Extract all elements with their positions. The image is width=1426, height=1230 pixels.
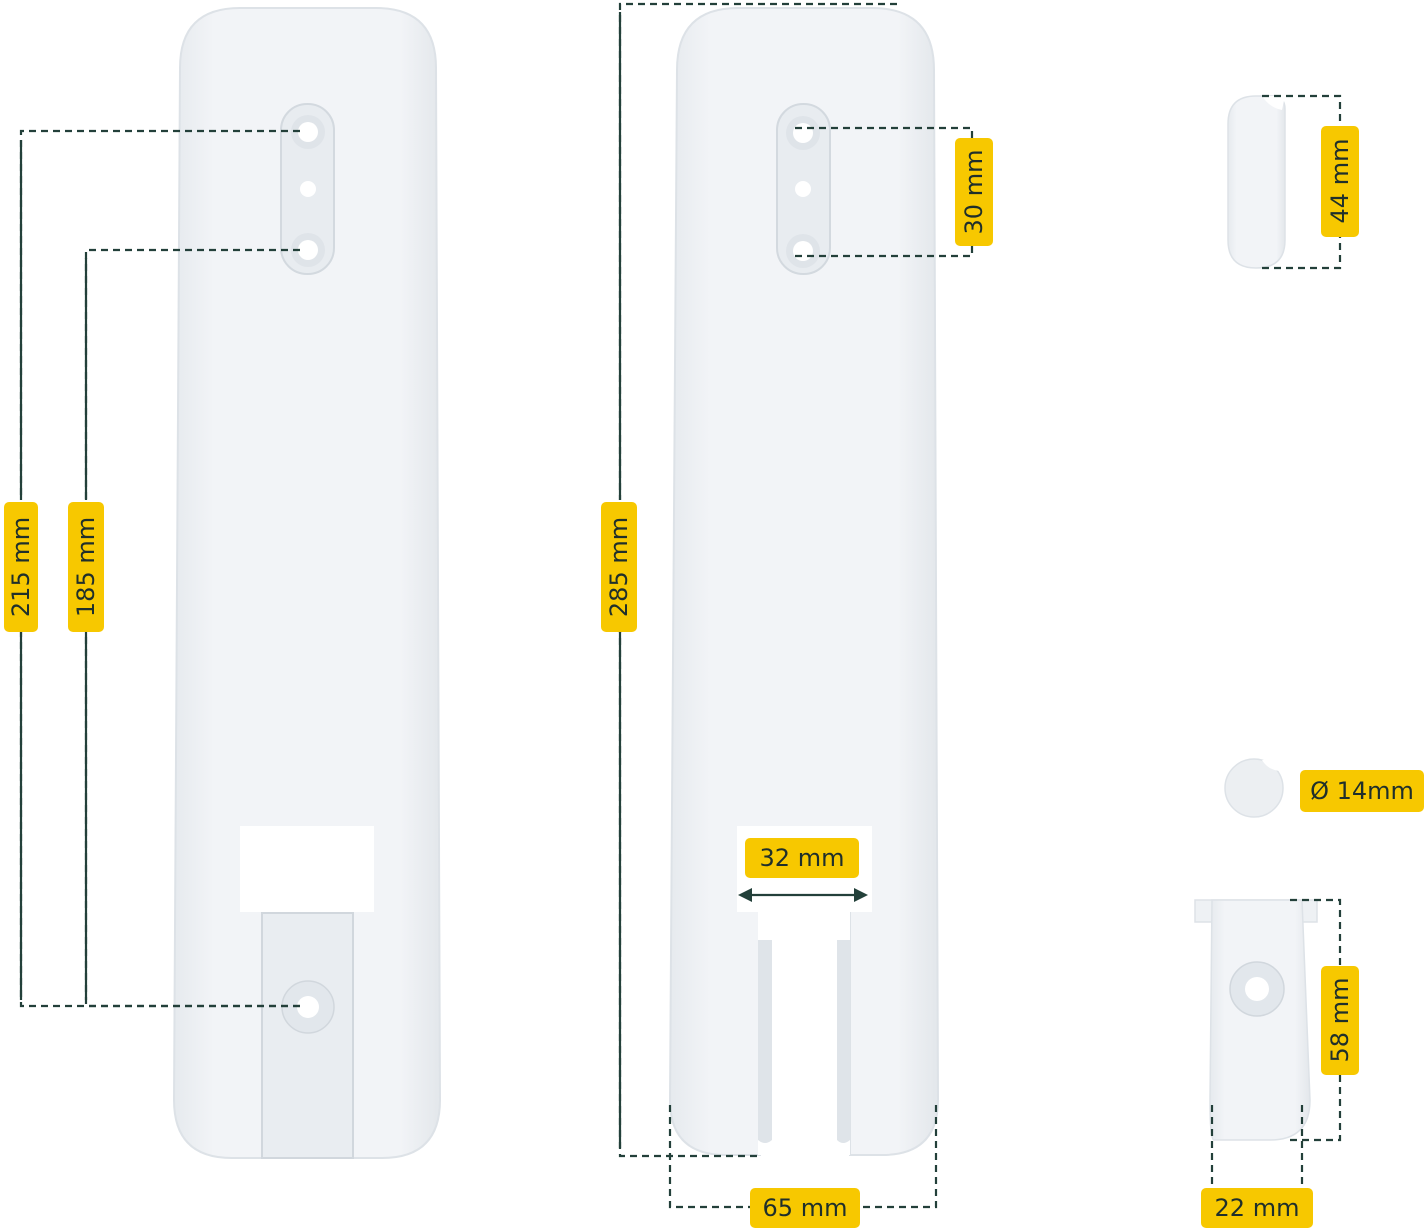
dim-badge-14: Ø 14mm [1300, 770, 1424, 812]
dim-badge-44: 44 mm [1321, 126, 1359, 237]
dim-label-215: 215 mm [7, 517, 35, 617]
dim-lines-44 [1262, 94, 1342, 270]
dim-badge-285: 285 mm [601, 502, 637, 632]
dim-badge-215: 215 mm [4, 502, 38, 632]
dim-label-14: Ø 14mm [1310, 777, 1414, 805]
strap-window [240, 826, 374, 912]
dim-label-44: 44 mm [1326, 139, 1354, 224]
dim-label-58: 58 mm [1326, 978, 1354, 1063]
dim-lines-middle [618, 2, 974, 1209]
dim-label-32: 32 mm [760, 844, 845, 872]
end-cap-part [1227, 95, 1286, 269]
dim-badge-65: 65 mm [750, 1188, 860, 1228]
lower-channel [261, 912, 354, 1159]
dim-badge-58: 58 mm [1321, 966, 1359, 1075]
dim-badge-30: 30 mm [955, 138, 993, 246]
dim-label-185: 185 mm [72, 517, 100, 617]
dim-badge-185: 185 mm [68, 502, 104, 632]
dim-lines-left [19, 129, 300, 1008]
middle-cover-plate [668, 7, 940, 1156]
clip-part [1194, 899, 1318, 1141]
left-cover-plate [172, 7, 442, 1159]
round-plug-part [1224, 758, 1284, 818]
screw-hole-middle [300, 181, 316, 197]
dim-label-22: 22 mm [1215, 1194, 1300, 1222]
dim-badge-32: 32 mm [745, 838, 859, 878]
dim-badge-22: 22 mm [1201, 1188, 1313, 1228]
dim-lines-58-22 [1210, 898, 1342, 1190]
dim-label-285: 285 mm [605, 517, 633, 617]
dim-label-30: 30 mm [960, 150, 988, 235]
dim-label-65: 65 mm [763, 1194, 848, 1222]
